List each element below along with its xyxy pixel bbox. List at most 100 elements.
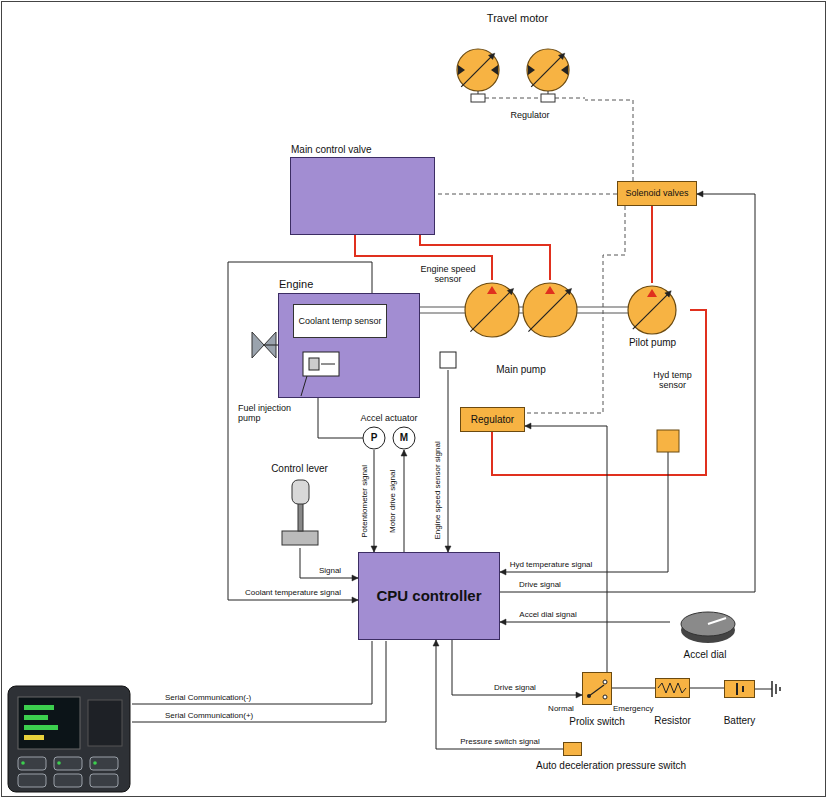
switch-blade xyxy=(589,685,604,696)
regulator-pilot-line xyxy=(485,98,585,99)
regulator-box: Regulator xyxy=(460,407,525,432)
signal-wire xyxy=(500,619,670,625)
temp-sensor: Hyd temp sensor xyxy=(645,370,700,452)
connector-path xyxy=(435,194,617,195)
monitor-panel xyxy=(8,686,130,792)
variable-arrowhead xyxy=(665,291,671,297)
variable-arrowhead xyxy=(565,288,571,294)
monitor-button xyxy=(90,774,118,787)
node-text: Battery xyxy=(724,715,756,727)
arrowhead xyxy=(500,619,506,625)
variable-arrow xyxy=(531,56,562,87)
screen-bar xyxy=(24,715,48,720)
signal-wire xyxy=(401,450,407,552)
control-lever-art xyxy=(262,463,337,548)
pilot-line xyxy=(435,194,617,195)
arrowhead xyxy=(500,569,506,575)
pump-outlet-triangle xyxy=(487,286,497,294)
connector-path xyxy=(374,450,375,552)
button-led xyxy=(21,761,25,765)
battery-symbol xyxy=(736,683,738,695)
pump-circle xyxy=(523,283,577,337)
prolix-switch: Prolix switch xyxy=(582,672,612,705)
fan-shaft xyxy=(264,344,279,345)
control-lever: Control lever xyxy=(262,463,337,548)
part-label: Serial Communication(+) xyxy=(165,711,253,720)
lever-stick xyxy=(298,501,303,531)
signal-wire xyxy=(433,640,563,749)
variable-arrow xyxy=(470,291,510,331)
serial-wire xyxy=(132,641,386,722)
monitor-button xyxy=(18,757,46,770)
sensor-box: Coolant temp sensor xyxy=(293,304,387,338)
serial-wire xyxy=(132,641,372,704)
node-text: Control lever xyxy=(262,463,337,475)
engine-box: EngineCoolant temp sensor xyxy=(278,293,420,398)
regulator-box xyxy=(541,94,555,102)
button-led xyxy=(57,761,61,765)
part-label: Serial Communication(-) xyxy=(165,693,251,702)
connector-path xyxy=(404,450,405,552)
leader-line xyxy=(301,376,307,396)
signal-label: Hyd temperature signal xyxy=(509,561,594,570)
fuel-pump-symbol xyxy=(321,364,335,365)
controller-box: CPU controller xyxy=(358,552,500,640)
connector-path xyxy=(500,452,668,572)
part-label: Regulator xyxy=(510,110,549,120)
variable-arrow xyxy=(528,291,568,331)
signal-wire xyxy=(690,688,724,689)
travel-motor: Travel motor xyxy=(450,12,585,125)
variable-arrow xyxy=(461,56,492,87)
variable-arrowhead xyxy=(558,53,564,59)
variable-arrow xyxy=(633,294,668,329)
sensor-symbol xyxy=(657,430,679,452)
part-label: P xyxy=(371,432,378,444)
pump-circle xyxy=(628,286,676,334)
signal-label: Signal xyxy=(318,567,342,576)
prolix-switch-art xyxy=(583,673,613,706)
fuel-pump-symbol xyxy=(303,352,339,376)
resistor-box: Resistor xyxy=(655,678,690,698)
connector-path xyxy=(448,370,449,552)
control-valve-box: Main control valve xyxy=(290,157,435,235)
signal-wire xyxy=(612,688,655,689)
connector-path xyxy=(690,688,724,689)
connector-path xyxy=(525,426,607,672)
signal-label: Coolant temperature signal xyxy=(244,589,342,598)
pump-outlet-triangle xyxy=(545,286,555,294)
node-text: CPU controller xyxy=(373,587,484,604)
signal-label: Pressure switch signal xyxy=(459,738,541,747)
lever-grip xyxy=(292,480,309,504)
dial-pointer xyxy=(708,618,726,624)
switch-contact xyxy=(587,694,591,698)
node-text: Engine speed sensor xyxy=(418,264,478,285)
ground-symbol xyxy=(771,681,773,697)
signal-wire xyxy=(500,452,668,575)
pilot-pump: Pilot pump xyxy=(615,283,690,348)
monitor-button xyxy=(54,774,82,787)
signal-label: Drive signal xyxy=(518,581,562,590)
pump-circle xyxy=(465,283,519,337)
node-text: Coolant temp sensor xyxy=(295,316,384,326)
arrowhead xyxy=(525,423,531,429)
screen-bar xyxy=(24,735,44,740)
regulator-box xyxy=(471,94,485,102)
battery-box-art xyxy=(725,681,756,699)
actuator-link xyxy=(318,398,363,438)
main-pump-art xyxy=(462,280,580,375)
connector-path xyxy=(300,548,358,578)
signal-label: Accel dial signal xyxy=(518,611,577,620)
signal-wire xyxy=(500,191,755,592)
motor-triangle xyxy=(528,65,535,75)
monitor-button xyxy=(90,757,118,770)
arrowhead xyxy=(401,450,407,456)
potentiometer-circle xyxy=(363,427,385,449)
monitor-button xyxy=(18,774,46,787)
monitor-side xyxy=(88,700,122,746)
lever-base xyxy=(282,531,318,545)
connector-path xyxy=(436,640,563,749)
node-text: Main pump xyxy=(462,364,580,376)
